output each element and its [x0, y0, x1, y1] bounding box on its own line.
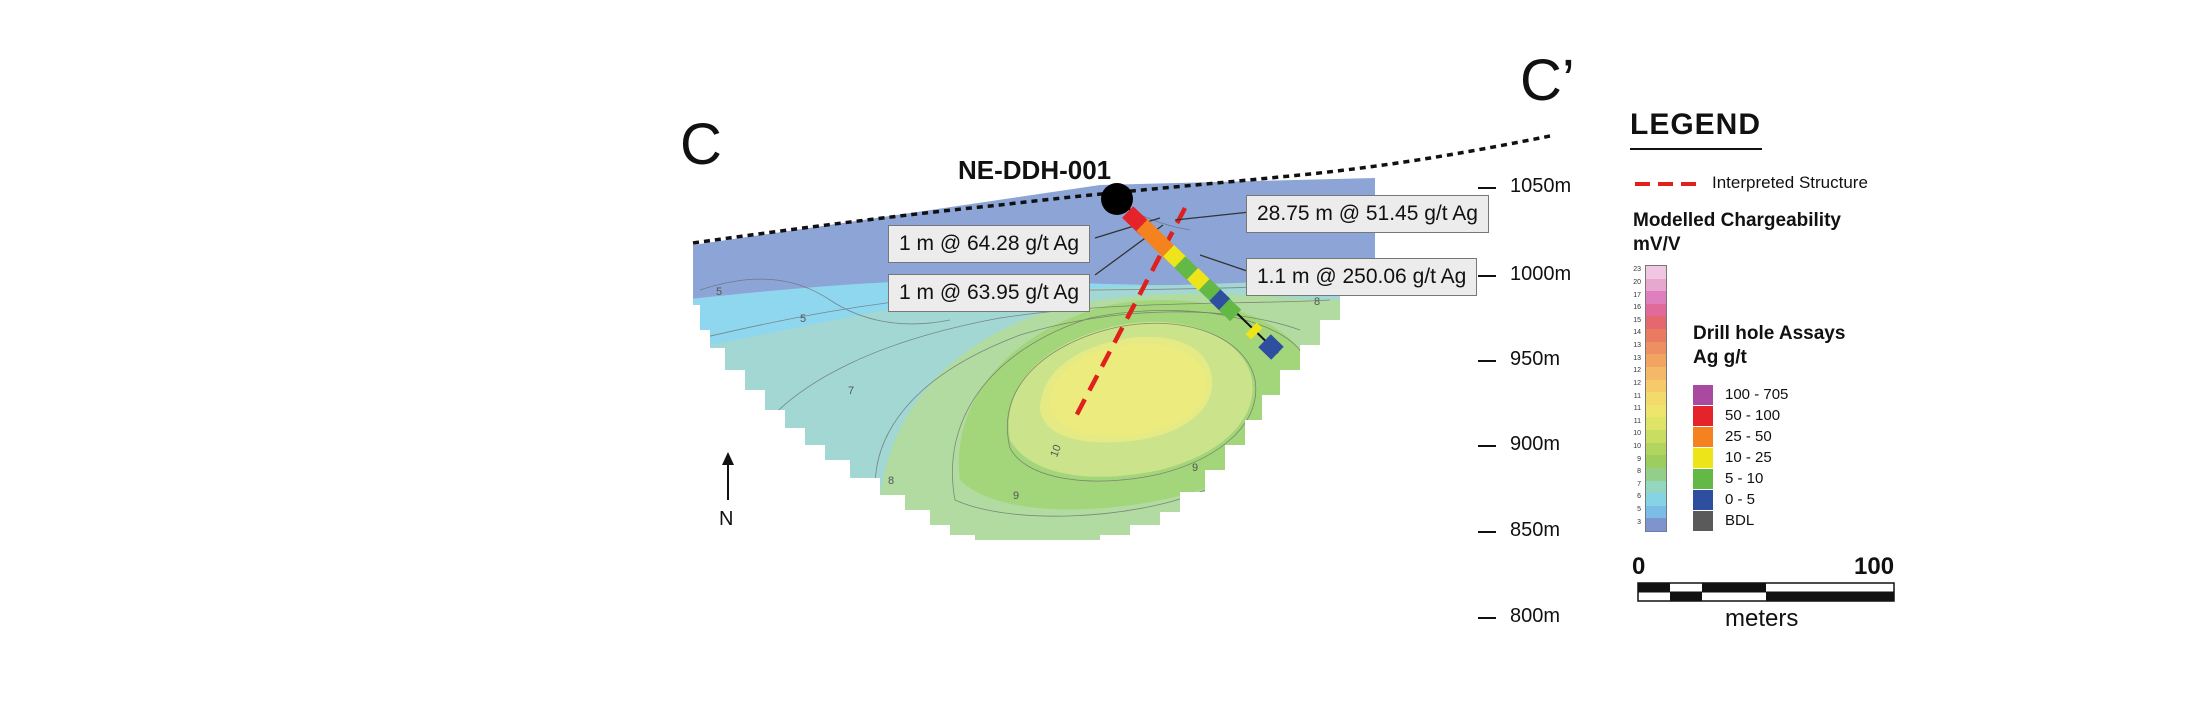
- assay-callout: 1 m @ 64.28 g/t Ag: [888, 225, 1091, 263]
- elevation-label: 1050m: [1510, 175, 1572, 197]
- elevation-label: 850m: [1510, 519, 1561, 541]
- colorbar-segment: [1646, 518, 1666, 533]
- colorbar-tick-label: 9: [1637, 455, 1641, 463]
- topography-line: [692, 134, 1551, 245]
- elevation-label: 800m: [1510, 605, 1561, 627]
- contour-label: 9: [1192, 462, 1199, 474]
- colorbar-tick-label: 13: [1633, 342, 1641, 350]
- assay-label: 25 - 50: [1725, 428, 1772, 445]
- assay-label: 50 - 100: [1725, 407, 1781, 424]
- colorbar-tick-label: 13: [1633, 354, 1641, 362]
- north-arrow-icon: [722, 452, 734, 500]
- scale-max-label: 100: [1854, 553, 1895, 580]
- colorbar-tick-label: 17: [1633, 291, 1641, 299]
- colorbar-tick-label: 10: [1633, 430, 1641, 438]
- assay-label: 10 - 25: [1725, 449, 1772, 466]
- assay-label: BDL: [1725, 512, 1755, 529]
- assay-intervals: [1122, 206, 1284, 360]
- colorbar-tick-label: 14: [1633, 329, 1641, 337]
- assay-swatch: [1693, 385, 1713, 405]
- contour-label: 9: [1013, 490, 1020, 502]
- colorbar-tick-label: 12: [1633, 379, 1641, 387]
- chargeability-title: Modelled Chargeability: [1633, 210, 1841, 231]
- assay-label: 0 - 5: [1725, 491, 1756, 508]
- colorbar-tick-label: 23: [1633, 266, 1641, 274]
- assay-swatch: [1693, 448, 1713, 468]
- elevation-tick: [1478, 187, 1496, 189]
- colorbar-tick-label: 12: [1633, 367, 1641, 375]
- assay-swatch: [1693, 490, 1713, 510]
- assay-swatch: [1693, 427, 1713, 447]
- elevation-tick: [1478, 360, 1496, 362]
- assays-unit: Ag g/t: [1693, 347, 1747, 368]
- contour-label: 8: [888, 475, 895, 487]
- colorbar-tick-label: 5: [1637, 506, 1641, 514]
- colorbar-tick-label: 20: [1633, 278, 1641, 286]
- assay-swatch: [1693, 511, 1713, 531]
- colorbar-tick-label: 10: [1633, 442, 1641, 450]
- colorbar-tick-label: 11: [1633, 392, 1641, 400]
- colorbar-tick-label: 16: [1633, 304, 1641, 312]
- elevation-label: 900m: [1510, 433, 1561, 455]
- legend-title-underline: [1630, 148, 1762, 150]
- assays-title: Drill hole Assays: [1693, 323, 1846, 344]
- colorbar-tick-label: 15: [1633, 316, 1641, 324]
- scale-bar: [1637, 582, 1895, 602]
- drillhole-collar: [1101, 183, 1133, 215]
- elevation-tick: [1478, 617, 1496, 619]
- colorbar-tick-label: 11: [1633, 405, 1641, 413]
- legend-title: LEGEND: [1630, 108, 1762, 141]
- assay-swatch: [1693, 406, 1713, 426]
- section-label-left: C: [680, 112, 722, 177]
- elevation-label: 950m: [1510, 348, 1561, 370]
- elevation-tick: [1478, 445, 1496, 447]
- colorbar-tick-label: 6: [1637, 493, 1641, 501]
- assay-label: 100 - 705: [1725, 386, 1789, 403]
- scale-unit-label: meters: [1725, 605, 1799, 632]
- drillhole-name: NE-DDH-001: [958, 155, 1112, 185]
- elevation-tick: [1478, 531, 1496, 533]
- section-label-right: C’: [1520, 48, 1575, 113]
- elevation-label: 1000m: [1510, 263, 1572, 285]
- assay-callout: 28.75 m @ 51.45 g/t Ag: [1246, 195, 1489, 233]
- legend-structure-label: Interpreted Structure: [1712, 173, 1868, 192]
- assay-label: 5 - 10: [1725, 470, 1764, 487]
- assay-callout: 1 m @ 63.95 g/t Ag: [888, 274, 1091, 312]
- contour-label: 5: [716, 286, 723, 298]
- colorbar-tick-label: 7: [1637, 480, 1641, 488]
- colorbar-tick-label: 8: [1637, 468, 1641, 476]
- scale-min-label: 0: [1632, 553, 1646, 580]
- colorbar-tick-label: 3: [1637, 518, 1641, 526]
- chargeability-colorbar: [1645, 265, 1667, 533]
- colorbar-tick-label: 11: [1633, 417, 1641, 425]
- contour-label: 7: [848, 385, 855, 397]
- elevation-tick: [1478, 275, 1496, 277]
- contour-label: 5: [800, 313, 807, 325]
- chargeability-unit: mV/V: [1633, 234, 1681, 255]
- assay-callout: 1.1 m @ 250.06 g/t Ag: [1246, 258, 1478, 296]
- contour-label: 8: [1314, 296, 1321, 308]
- north-label: N: [719, 508, 734, 530]
- assay-swatch: [1693, 469, 1713, 489]
